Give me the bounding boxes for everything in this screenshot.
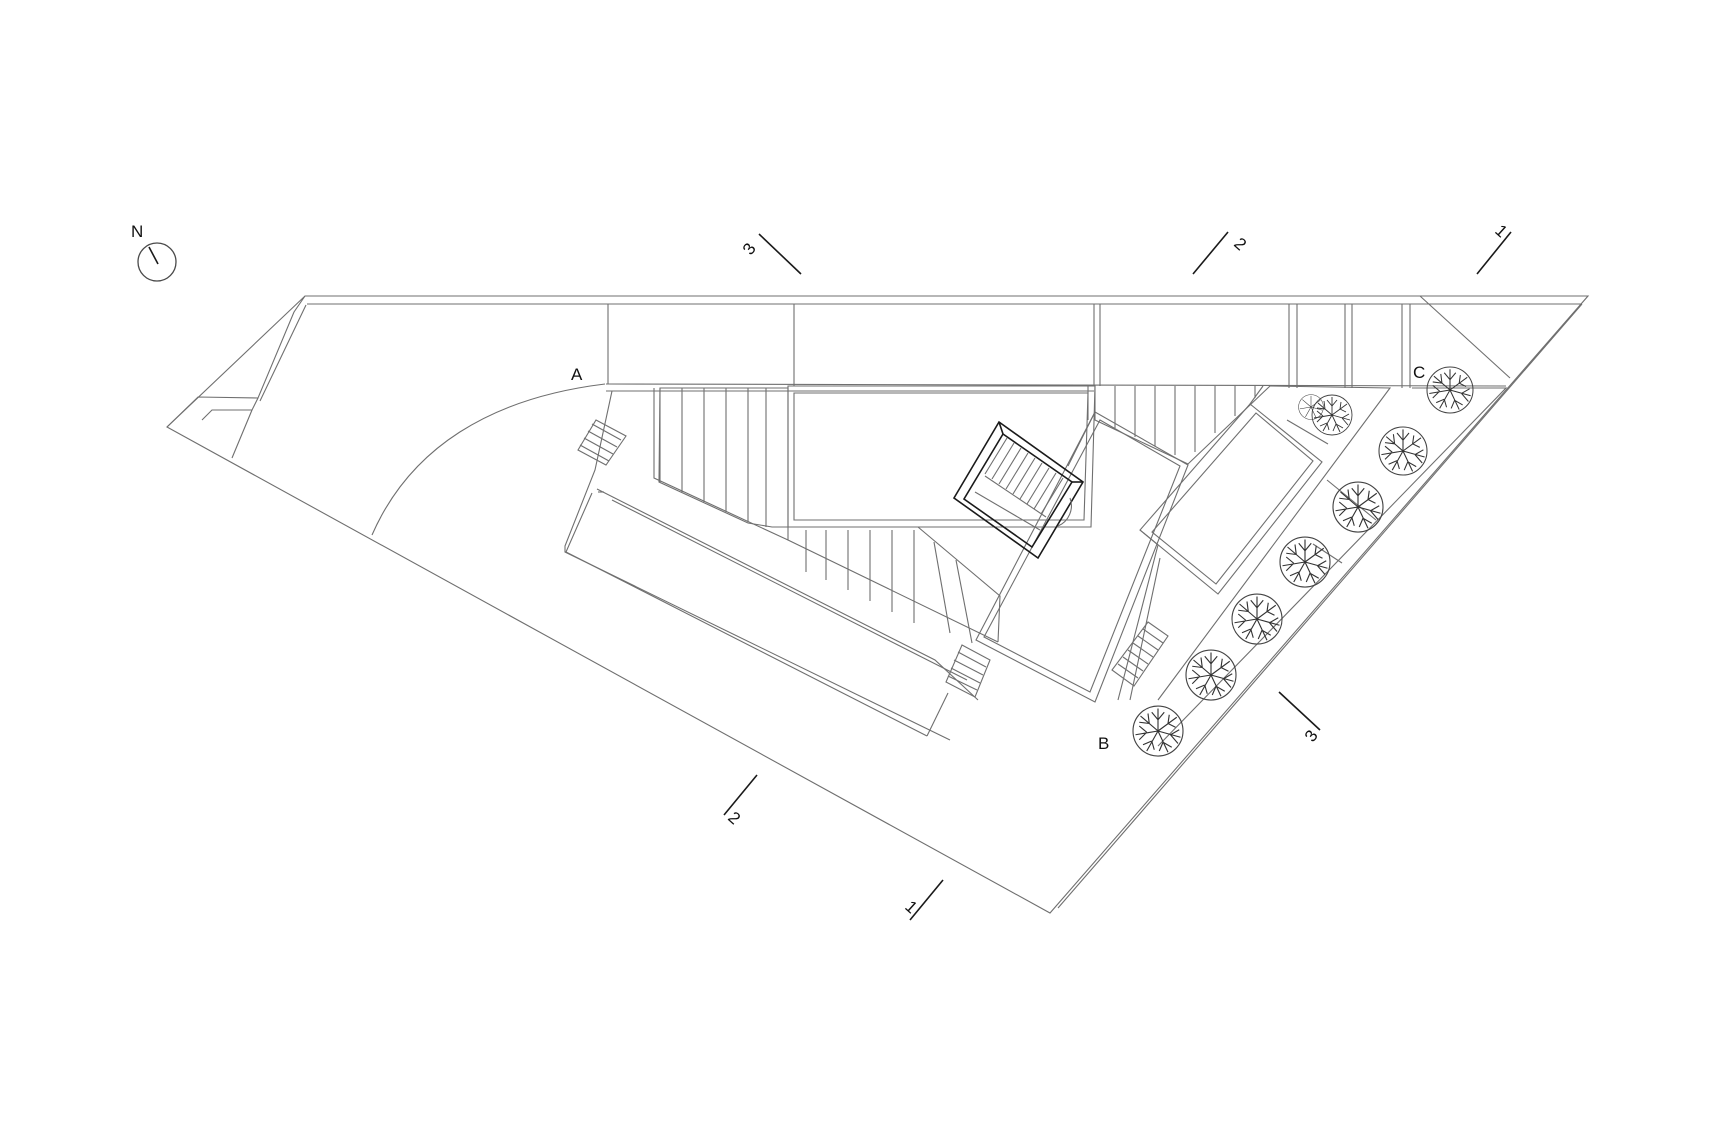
tree-icon — [1279, 536, 1331, 588]
tree-icon — [1132, 705, 1184, 757]
section-2-top-label: 2 — [1230, 234, 1250, 254]
north-arrow: N — [131, 222, 177, 282]
stair-east — [1111, 621, 1169, 687]
section-2-top-line — [1192, 231, 1229, 275]
north-strip — [605, 304, 1507, 392]
tree-icon — [1185, 649, 1237, 701]
point-b-label: B — [1098, 734, 1109, 753]
planter-area — [1157, 385, 1508, 747]
section-1-bottom-label: 1 — [901, 897, 921, 917]
east-block — [1117, 385, 1323, 701]
ramp-stripes-lower — [787, 526, 1001, 644]
section-markers: 3 2 1 3 2 1 — [723, 221, 1512, 921]
trees — [1132, 366, 1474, 757]
building-outline — [564, 385, 1096, 741]
section-3-right-line — [1278, 691, 1321, 731]
tree-icon — [1426, 366, 1474, 414]
tree-icon — [1378, 426, 1428, 476]
point-a-label: A — [571, 365, 583, 384]
site-boundary — [166, 295, 1590, 914]
tree-icon — [1311, 394, 1353, 436]
section-3-top-line — [758, 233, 802, 275]
section-1-top-line — [1476, 231, 1512, 275]
ramp-stripes-upper — [653, 388, 789, 541]
small-tree-icon — [1298, 394, 1324, 420]
section-1-top-label: 1 — [1491, 221, 1511, 241]
central-block — [975, 386, 1189, 703]
driveway-arc — [371, 383, 606, 536]
north-label: N — [131, 222, 143, 241]
point-c-label: C — [1413, 363, 1425, 382]
tree-icon — [1332, 481, 1384, 533]
section-1-bottom-line — [909, 879, 944, 921]
north-needle — [148, 246, 159, 265]
north-circle — [137, 242, 177, 282]
tree-icon — [1231, 593, 1283, 645]
stair-left — [577, 419, 627, 466]
stairwell — [952, 420, 1085, 560]
section-3-top-label: 3 — [739, 240, 760, 259]
lower-stair-diagonal — [945, 644, 991, 698]
section-2-bottom-line — [723, 774, 758, 816]
ramp-stripes-east — [1094, 385, 1271, 465]
west-wall — [166, 295, 307, 459]
